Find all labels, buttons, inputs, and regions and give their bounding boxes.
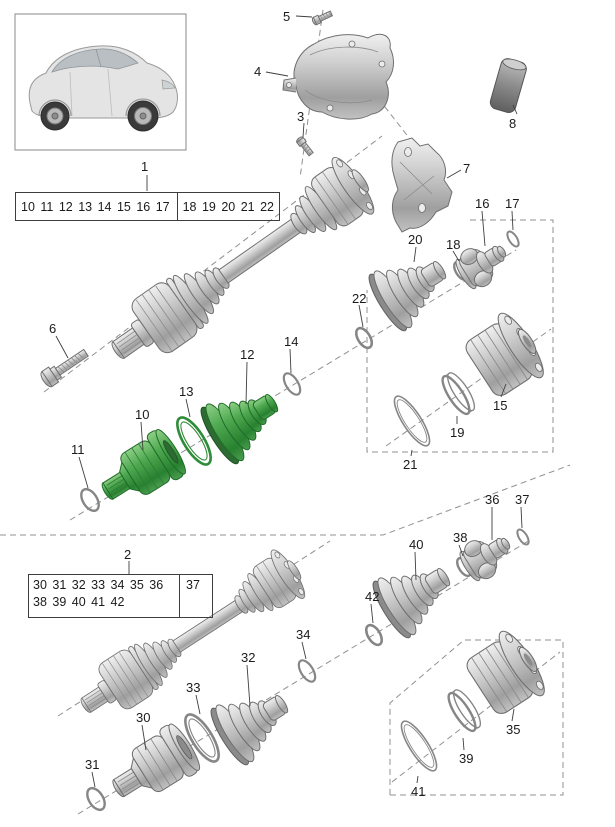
callout-12[interactable]: 12	[240, 347, 255, 362]
part-17-snap-ring[interactable]	[505, 230, 521, 249]
part-34-clamp[interactable]	[296, 658, 319, 685]
callout-19[interactable]: 19	[450, 425, 465, 440]
part-11-circlip[interactable]	[78, 486, 103, 514]
part-7-bracket[interactable]	[391, 137, 453, 233]
part-21-retaining-ring[interactable]	[389, 392, 436, 450]
selection-region-borders	[0, 219, 571, 796]
part-10-inner-cv-joint[interactable]	[90, 425, 191, 517]
part-22-clamp[interactable]	[353, 325, 375, 350]
part-20-cv-boot[interactable]	[363, 239, 461, 336]
callout-41[interactable]: 41	[411, 784, 426, 799]
callout-18[interactable]: 18	[446, 237, 461, 252]
callout-32[interactable]: 32	[241, 650, 256, 665]
part-41-retaining-ring[interactable]	[396, 717, 443, 775]
part-4-heat-shield[interactable]	[282, 33, 394, 120]
callout-3[interactable]: 3	[297, 109, 305, 124]
callout-42[interactable]: 42	[365, 589, 380, 604]
callout-38[interactable]: 38	[453, 530, 468, 545]
callout-4[interactable]: 4	[254, 64, 262, 79]
leader-lines	[55, 15, 523, 788]
callout-8[interactable]: 8	[509, 116, 517, 131]
callout-22[interactable]: 22	[352, 291, 367, 306]
callout-15[interactable]: 15	[493, 398, 508, 413]
part-3-screw[interactable]	[294, 135, 315, 158]
parts-table-cell-37[interactable]: 37	[179, 575, 212, 617]
part-19-clamp-band[interactable]	[438, 369, 479, 417]
callout-13[interactable]: 13	[179, 384, 194, 399]
callout-34[interactable]: 34	[296, 627, 311, 642]
callout-5[interactable]: 5	[283, 9, 291, 24]
callout-10[interactable]: 10	[135, 407, 150, 422]
part-5-screw[interactable]	[310, 9, 334, 27]
part-14-clamp[interactable]	[281, 371, 304, 398]
parts-table-cell-left[interactable]: 10 11 12 13 14 15 16 17	[21, 199, 170, 214]
callout-6[interactable]: 6	[49, 321, 57, 336]
parts-table-cell-right[interactable]: 18 19 20 21 22	[176, 193, 279, 220]
parts-table-shaft2[interactable]: 30 31 32 33 34 35 36 38 39 40 41 42 37	[28, 574, 213, 618]
part-40-cv-boot[interactable]	[367, 546, 465, 643]
part-42-clamp[interactable]	[363, 622, 385, 647]
callout-36[interactable]: 36	[485, 492, 500, 507]
part-39-clamp-band[interactable]	[444, 686, 485, 734]
callout-40[interactable]: 40	[409, 537, 424, 552]
callout-35[interactable]: 35	[506, 722, 521, 737]
callout-37[interactable]: 37	[515, 492, 530, 507]
part-37-snap-ring[interactable]	[515, 528, 531, 547]
callout-7[interactable]: 7	[463, 161, 471, 176]
parts-table-row-1[interactable]: 30 31 32 33 34 35 36	[33, 578, 164, 592]
part-32-cv-boot[interactable]	[205, 673, 303, 770]
part-31-circlip[interactable]	[84, 785, 109, 813]
part-33-clamp-ring[interactable]	[179, 710, 225, 766]
part-16-joint-spider[interactable]	[450, 232, 516, 295]
parts-table-shaft1[interactable]: 10 11 12 13 14 15 16 17 18 19 20 21 22	[15, 192, 280, 221]
callout-11[interactable]: 11	[71, 442, 85, 457]
part-6-bolt[interactable]	[39, 345, 91, 388]
callout-21[interactable]: 21	[403, 457, 418, 472]
part-15-outer-joint-housing[interactable]	[458, 306, 553, 405]
parts-table-row-2[interactable]: 38 39 40 41 42	[33, 595, 125, 609]
vehicle-illustration	[14, 13, 187, 151]
part-1-drive-shaft[interactable]	[95, 150, 384, 381]
callout-20[interactable]: 20	[408, 232, 423, 247]
callout-1[interactable]: 1	[141, 159, 149, 174]
callout-16[interactable]: 16	[475, 196, 490, 211]
part-8-sleeve[interactable]	[489, 57, 528, 115]
callout-30[interactable]: 30	[136, 710, 151, 725]
callout-14[interactable]: 14	[284, 334, 299, 349]
callout-2[interactable]: 2	[124, 547, 132, 562]
callout-17[interactable]: 17	[505, 196, 520, 211]
callout-39[interactable]: 39	[459, 751, 474, 766]
callout-33[interactable]: 33	[186, 680, 201, 695]
callout-31[interactable]: 31	[85, 757, 100, 772]
part-13-clamp-ring[interactable]	[171, 413, 217, 469]
